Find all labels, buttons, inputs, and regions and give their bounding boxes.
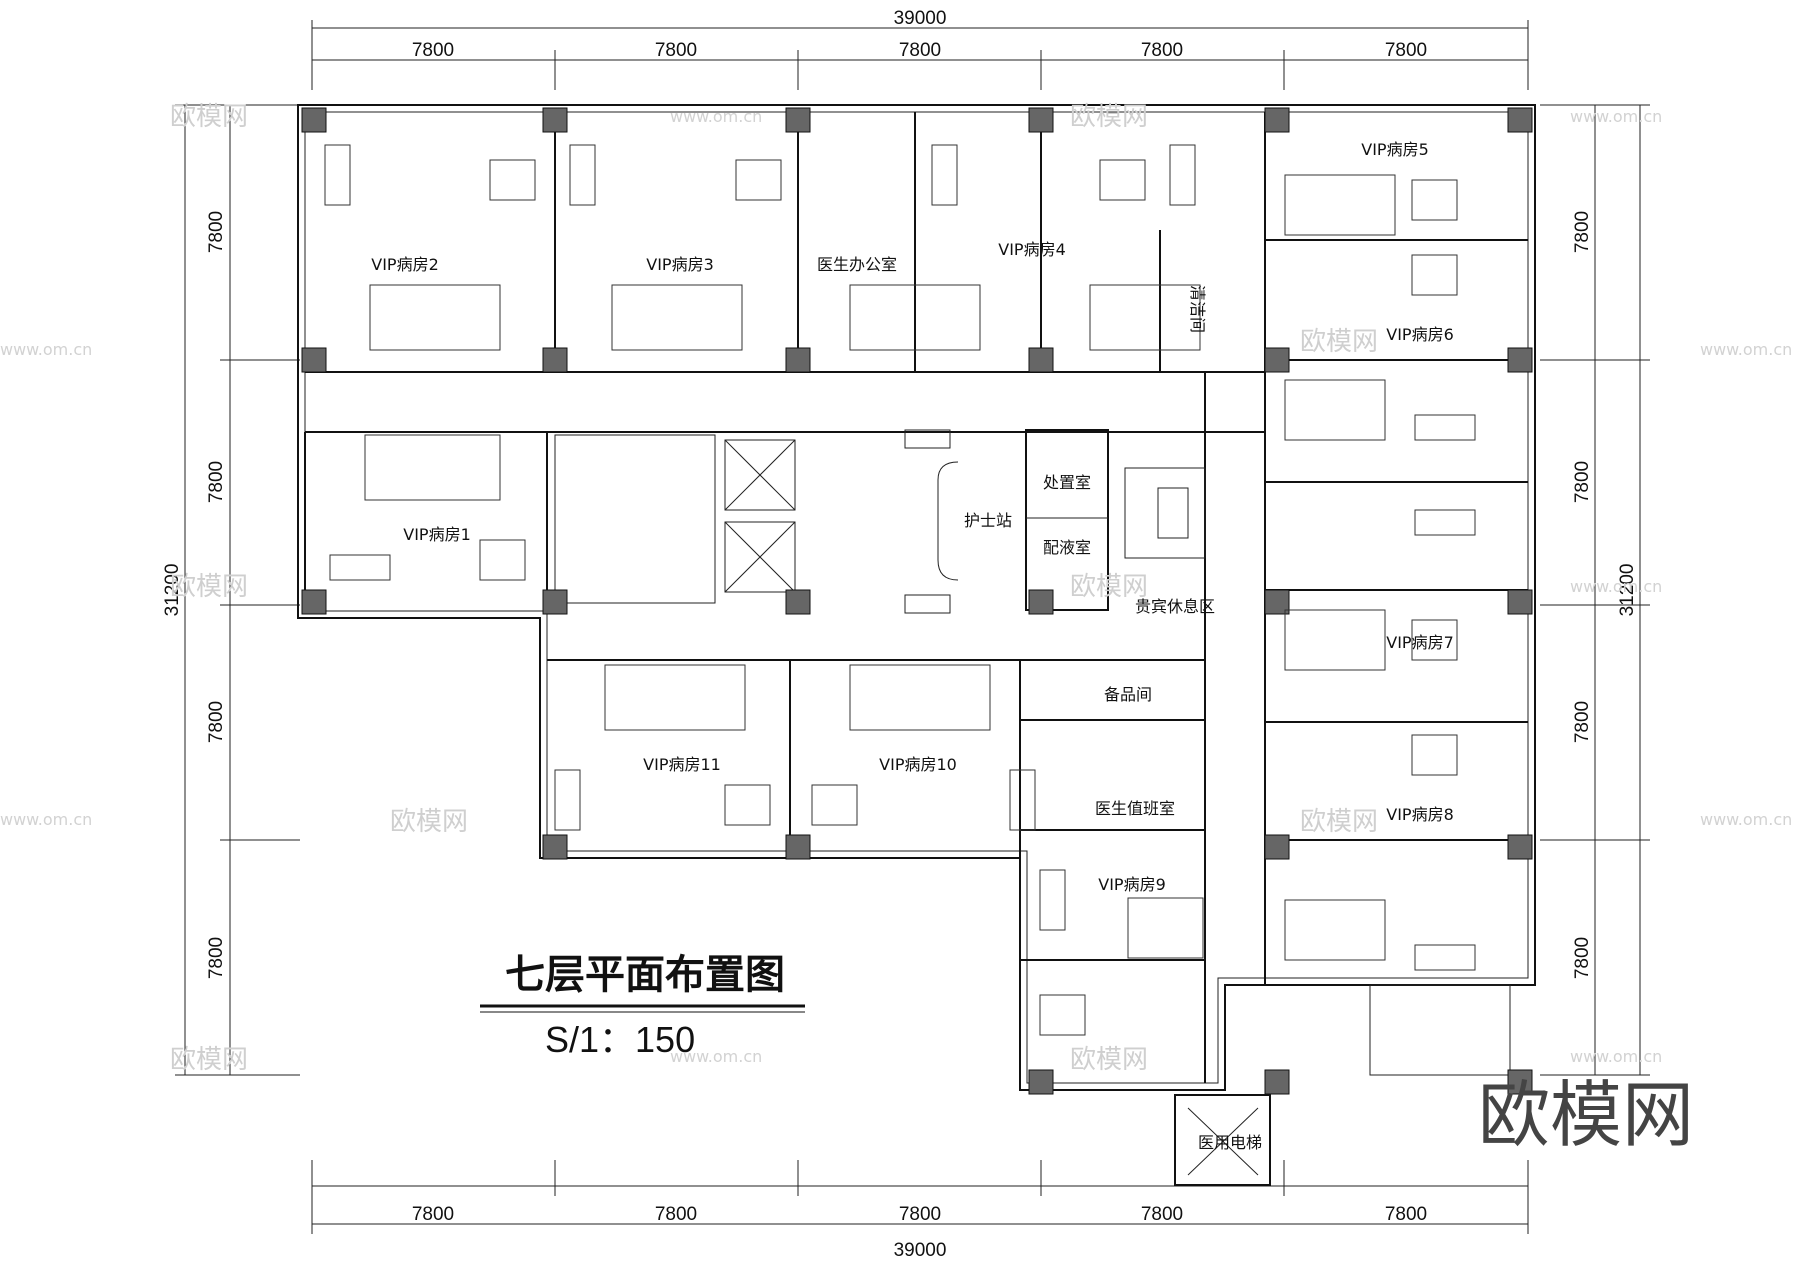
- room-label-vip8: VIP病房8: [1386, 805, 1454, 824]
- room-label-storage: 备品间: [1104, 685, 1152, 704]
- room-label-vip4: VIP病房4: [998, 240, 1066, 259]
- dim-right-bay-2: 7800: [1572, 461, 1593, 503]
- dim-left-bay-3: 7800: [206, 701, 227, 743]
- watermark-site: www.om.cn: [1570, 1047, 1662, 1066]
- corner-brand-logo: 欧模网: [1478, 1073, 1694, 1157]
- dim-bottom-bay-5: 7800: [1385, 1204, 1427, 1225]
- watermark-brand: 欧模网: [170, 102, 248, 132]
- structural-columns: [301, 107, 1533, 1095]
- room-label-vip3: VIP病房3: [646, 255, 714, 274]
- watermark-site: www.om.cn: [670, 1047, 762, 1066]
- watermark-brand: 欧模网: [1070, 1045, 1148, 1075]
- dim-left-bay-4: 7800: [206, 937, 227, 979]
- room-label-vip11: VIP病房11: [643, 755, 721, 774]
- room-label-duty-room: 医生值班室: [1095, 799, 1175, 818]
- dim-right-bay-3: 7800: [1572, 701, 1593, 743]
- dim-bottom-bay-4: 7800: [1141, 1204, 1183, 1225]
- drawing-title: 七层平面布置图: [505, 952, 785, 998]
- dim-right-total: 31200: [1617, 564, 1638, 617]
- room-label-vip9: VIP病房9: [1098, 875, 1166, 894]
- room-label-dispensing: 配液室: [1043, 538, 1091, 557]
- room-label-vip10: VIP病房10: [879, 755, 957, 774]
- room-label-doctor-office: 医生办公室: [817, 255, 897, 274]
- dim-right-bay-1: 7800: [1572, 211, 1593, 253]
- building-walls: [297, 104, 1536, 1186]
- dim-left-bay-2: 7800: [206, 461, 227, 503]
- dim-bottom-bay-1: 7800: [412, 1204, 454, 1225]
- dim-left-total: 31200: [162, 564, 183, 617]
- watermark-brand: 欧模网: [1070, 572, 1148, 602]
- watermark-brand: 欧模网: [170, 572, 248, 602]
- furniture: [324, 144, 1476, 1036]
- watermarks: 欧模网 欧模网 欧模网 欧模网 欧模网 欧模网 欧模网 欧模网 欧模网 www.…: [0, 102, 1792, 1075]
- dim-top-bay-5: 7800: [1385, 40, 1427, 61]
- dim-bottom-total: 39000: [894, 1240, 947, 1261]
- dim-top-bay-2: 7800: [655, 40, 697, 61]
- room-label-nurse-station: 护士站: [964, 511, 1012, 530]
- watermark-brand: 欧模网: [1070, 102, 1148, 132]
- watermark-brand: 欧模网: [170, 1045, 248, 1075]
- dim-bottom-bay-2: 7800: [655, 1204, 697, 1225]
- dim-top-bay-3: 7800: [899, 40, 941, 61]
- dim-top-total: 39000: [894, 8, 947, 29]
- dim-top-bay-4: 7800: [1141, 40, 1183, 61]
- watermark-site: www.om.cn: [1570, 107, 1662, 126]
- room-label-vip5: VIP病房5: [1361, 140, 1429, 159]
- room-label-cleaning: 清洁间: [1188, 285, 1207, 333]
- dim-right-bay-4: 7800: [1572, 937, 1593, 979]
- room-label-vip6: VIP病房6: [1386, 325, 1454, 344]
- room-label-vip-lounge: 贵宾休息区: [1135, 597, 1215, 616]
- watermark-site: www.om.cn: [0, 340, 92, 359]
- drawing-scale: S/1：150: [545, 1019, 695, 1060]
- watermark-site: www.om.cn: [670, 107, 762, 126]
- room-label-medical-elevator: 医用电梯: [1198, 1133, 1262, 1152]
- room-label-vip2: VIP病房2: [371, 255, 439, 274]
- watermark-brand: 欧模网: [1300, 327, 1378, 357]
- dim-top-bay-1: 7800: [412, 40, 454, 61]
- dim-bottom-bay-3: 7800: [899, 1204, 941, 1225]
- room-label-treatment: 处置室: [1043, 473, 1091, 492]
- room-label-vip1: VIP病房1: [403, 525, 471, 544]
- dim-left-bay-1: 7800: [206, 211, 227, 253]
- dimension-lines: [175, 20, 1650, 1234]
- watermark-brand: 欧模网: [390, 807, 468, 837]
- watermark-site: www.om.cn: [1700, 340, 1792, 359]
- watermark-site: www.om.cn: [1570, 577, 1662, 596]
- watermark-site: www.om.cn: [0, 810, 92, 829]
- watermark-brand: 欧模网: [1300, 807, 1378, 837]
- room-label-vip7: VIP病房7: [1386, 633, 1454, 652]
- watermark-site: www.om.cn: [1700, 810, 1792, 829]
